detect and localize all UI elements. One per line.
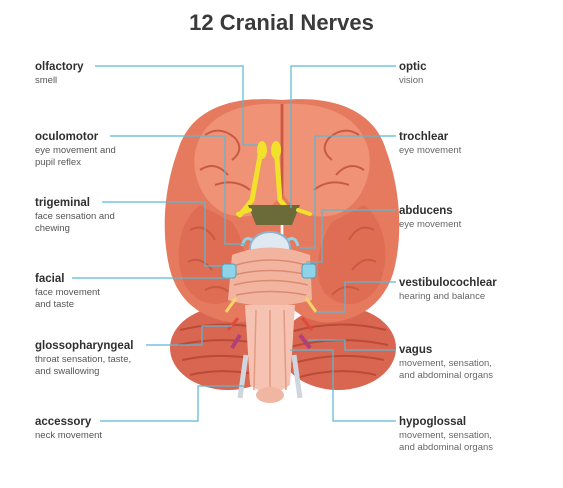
label-vestibulocochlear: vestibulocochlear hearing and balance <box>399 276 549 303</box>
nerve-desc: eye movement <box>399 219 462 230</box>
label-hypoglossal: hypoglossal movement, sensation, and abd… <box>399 415 549 454</box>
nerve-desc: neck movement <box>35 430 103 441</box>
leader-hypoglossal <box>290 349 396 422</box>
label-facial: facial face movement and taste <box>35 272 165 311</box>
page-title: 12 Cranial Nerves <box>189 10 374 35</box>
label-accessory: accessory neck movement <box>35 415 165 442</box>
nerve-name: olfactory <box>35 61 84 73</box>
cerebrum <box>164 99 400 323</box>
nerve-name: trochlear <box>399 131 449 143</box>
nerve-roots <box>221 237 318 399</box>
label-trochlear: trochlear eye movement <box>399 130 529 157</box>
leader-trigeminal <box>102 201 222 267</box>
nerve-desc: pupil reflex <box>35 157 81 168</box>
nerve-desc: and abdominal organs <box>399 370 494 381</box>
leader-glossopharyngeal <box>146 325 232 346</box>
nerve-desc: and swallowing <box>35 366 100 377</box>
nerve-name: vestibulocochlear <box>399 277 497 289</box>
nerve-name: accessory <box>35 416 92 428</box>
nerve-name: trigeminal <box>35 197 90 209</box>
leader-accessory <box>100 385 244 422</box>
nerve-desc: movement, sensation, <box>399 358 492 369</box>
nerve-desc: and taste <box>35 299 75 310</box>
label-abducens: abducens eye movement <box>399 204 529 231</box>
label-glossopharyngeal: glossopharyngeal throat sensation, taste… <box>35 339 185 378</box>
nerve-desc: chewing <box>35 223 70 234</box>
label-oculomotor: oculomotor eye movement and pupil reflex <box>35 130 165 169</box>
leader-abducens <box>306 209 396 263</box>
label-olfactory: olfactory smell <box>35 60 165 87</box>
leader-optic <box>290 65 396 208</box>
nerve-name: optic <box>399 61 427 73</box>
nerve-desc: smell <box>35 75 58 86</box>
leader-olfactory <box>95 65 258 146</box>
nerve-name: abducens <box>399 205 453 217</box>
label-vagus: vagus movement, sensation, and abdominal… <box>399 343 549 382</box>
nerve-name: vagus <box>399 344 433 356</box>
leader-vagus <box>308 339 396 351</box>
label-trigeminal: trigeminal face sensation and chewing <box>35 196 165 235</box>
nerve-desc: hearing and balance <box>399 291 486 302</box>
nerve-desc: throat sensation, taste, <box>35 354 132 365</box>
nerve-desc: movement, sensation, <box>399 430 492 441</box>
nerve-desc: face movement <box>35 287 100 298</box>
brainstem <box>228 231 312 403</box>
nerve-desc: and abdominal organs <box>399 442 494 453</box>
olfactory-optic-nerves <box>236 141 312 225</box>
leader-oculomotor <box>110 135 246 245</box>
nerve-desc: vision <box>399 75 424 86</box>
nerve-name: hypoglossal <box>399 416 467 428</box>
nerve-desc: eye movement and <box>35 145 116 156</box>
nerve-name: facial <box>35 273 65 285</box>
nerve-desc: face sensation and <box>35 211 115 222</box>
label-optic: optic vision <box>399 60 529 87</box>
nerve-name: glossopharyngeal <box>35 340 134 352</box>
leader-trochlear <box>300 135 396 249</box>
nerve-desc: eye movement <box>399 145 462 156</box>
leader-vestibulocochlear <box>316 281 396 313</box>
leader-lines <box>72 65 396 422</box>
nerve-name: oculomotor <box>35 131 99 143</box>
